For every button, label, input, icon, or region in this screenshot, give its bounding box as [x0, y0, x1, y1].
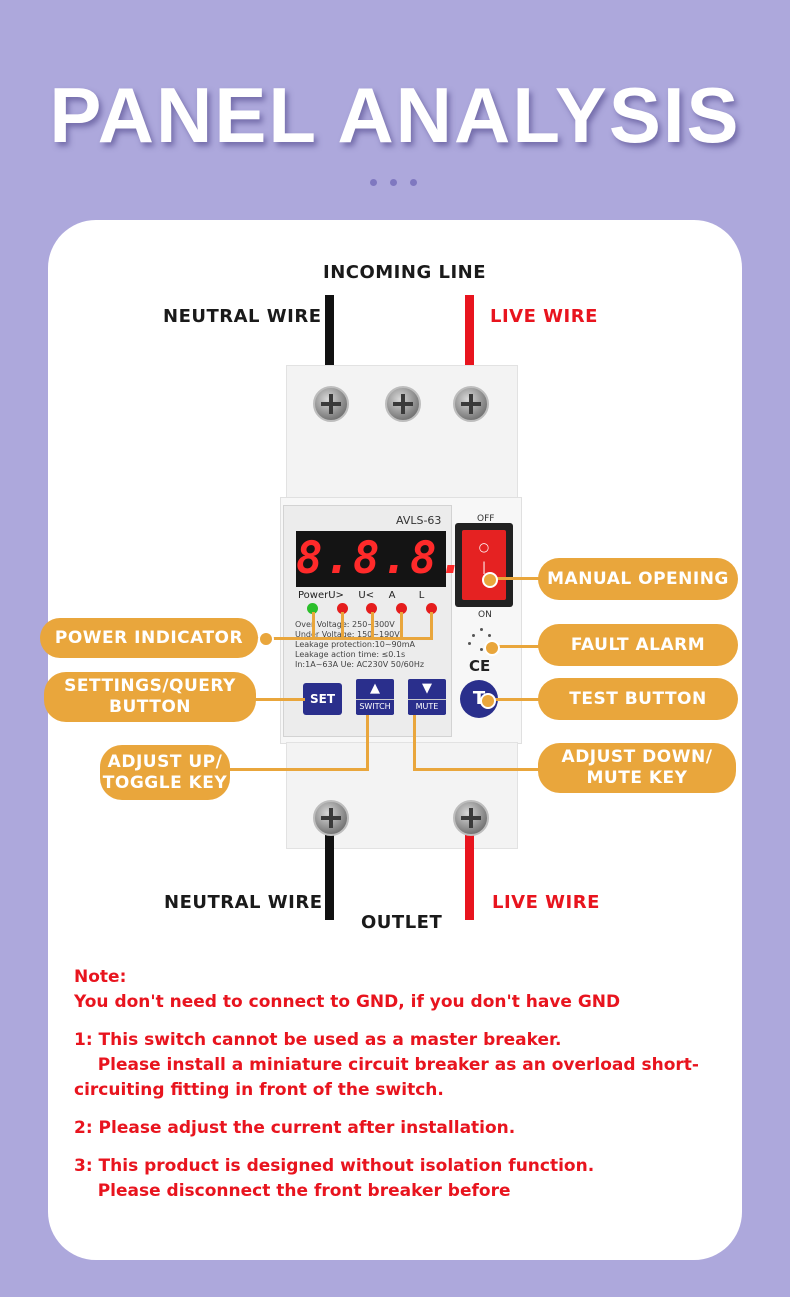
- connector-power-indicator: [258, 637, 433, 640]
- callout-adjust-up: ADJUST UP/TOGGLE KEY: [100, 745, 230, 800]
- power-led: [307, 603, 318, 614]
- live-wire-bottom: [465, 820, 474, 920]
- triangle-down-icon: ▼: [422, 681, 432, 696]
- over-voltage-led: [337, 603, 348, 614]
- terminal-screw-live-out: [453, 800, 489, 836]
- indicator-label-over: U>: [328, 590, 344, 601]
- callout-test-button: TEST BUTTON: [538, 678, 738, 720]
- switch-off-label: OFF: [477, 514, 495, 524]
- neutral-wire-bottom-label: NEUTRAL WIRE: [164, 892, 323, 913]
- notes-item-2: 2: Please adjust the current after insta…: [74, 1118, 516, 1138]
- callout-manual-opening: MANUAL OPENING: [538, 558, 738, 600]
- connector-power-indicator-vert: [400, 612, 403, 638]
- line-icon: |: [481, 560, 487, 574]
- indicator-label-power: Power: [298, 590, 329, 601]
- spec-text: Over Voltage: 250~300V Under Voltage: 15…: [295, 620, 424, 670]
- connector-manual-opening: [490, 577, 540, 580]
- under-voltage-led: [366, 603, 377, 614]
- mute-button-label: MUTE: [408, 699, 446, 714]
- callout-line: SETTINGS/QUERY: [64, 676, 236, 696]
- connector-dot: [484, 640, 500, 656]
- connector-test: [492, 698, 540, 701]
- terminal-screw-live-in: [453, 386, 489, 422]
- connector-adjust-down-vert: [413, 715, 416, 770]
- callout-line: TOGGLE KEY: [102, 772, 228, 793]
- connector-power-indicator-vert: [371, 612, 374, 638]
- terminal-screw-ground: [385, 386, 421, 422]
- neutral-wire-bottom: [325, 820, 334, 920]
- leakage-led: [426, 603, 437, 614]
- page-title: PANEL ANALYSIS: [49, 71, 741, 159]
- connector-power-indicator-vert: [312, 612, 315, 638]
- terminal-screw-neutral-in: [313, 386, 349, 422]
- connector-power-indicator-vert: [430, 612, 433, 638]
- circle-icon: ○: [478, 540, 490, 554]
- callout-line: BUTTON: [108, 697, 192, 717]
- live-wire-bottom-label: LIVE WIRE: [492, 892, 600, 913]
- switch-on-label: ON: [478, 610, 492, 620]
- connector-adjust-down: [413, 768, 538, 771]
- triangle-up-icon: ▲: [370, 681, 380, 696]
- spec-line: In:1A~63A Ue: AC230V 50/60Hz: [295, 660, 425, 669]
- indicator-labels: Power U> U< A L: [298, 590, 446, 601]
- spec-line: Leakage action time: ≤0.1s: [295, 650, 406, 659]
- switch-up-button[interactable]: ▲ SWITCH: [356, 679, 394, 715]
- callout-line: MUTE KEY: [586, 768, 688, 788]
- live-wire-top-label: LIVE WIRE: [490, 306, 598, 327]
- connector-adjust-up: [228, 768, 369, 771]
- notes-gnd: You don't need to connect to GND, if you…: [74, 992, 621, 1012]
- spec-line: Under Voltage: 150~190V: [295, 630, 400, 639]
- page-dots: [370, 171, 430, 190]
- connector-power-indicator-vert: [341, 612, 344, 638]
- live-wire-top: [465, 295, 474, 400]
- notes-item-1: 1: This switch cannot be used as a maste…: [74, 1030, 699, 1100]
- outlet-label: OUTLET: [361, 912, 443, 933]
- connector-fault-alarm: [492, 645, 540, 648]
- connector-dot: [480, 693, 496, 709]
- connector-dot: [258, 631, 274, 647]
- ce-mark: CE: [469, 657, 491, 675]
- switch-button-label: SWITCH: [356, 699, 394, 714]
- callout-power-indicator: POWER INDICATOR: [40, 618, 258, 658]
- incoming-line-label: INCOMING LINE: [323, 262, 487, 283]
- callout-line: ADJUST UP/: [107, 751, 223, 772]
- spec-line: Over Voltage: 250~300V: [295, 620, 395, 629]
- neutral-wire-top-label: NEUTRAL WIRE: [163, 306, 322, 327]
- led-display: 8.8.8.8: [296, 531, 493, 587]
- model-label: AVLS-63: [396, 514, 442, 527]
- neutral-wire-top: [325, 295, 334, 400]
- mute-down-button[interactable]: ▼ MUTE: [408, 679, 446, 715]
- set-button[interactable]: SET: [303, 683, 342, 715]
- notes-heading: Note:: [74, 967, 127, 987]
- indicator-label-under: U<: [358, 590, 375, 601]
- terminal-screw-neutral-out: [313, 800, 349, 836]
- callout-adjust-down: ADJUST DOWN/MUTE KEY: [538, 743, 736, 793]
- notes-section: Note: You don't need to connect to GND, …: [74, 965, 734, 1217]
- indicator-label-amp: A: [388, 590, 396, 601]
- callout-line: ADJUST DOWN/: [561, 747, 713, 767]
- notes-item-3: 3: This product is designed without isol…: [74, 1156, 595, 1201]
- current-led: [396, 603, 407, 614]
- connector-settings: [255, 698, 305, 701]
- callout-fault-alarm: FAULT ALARM: [538, 624, 738, 666]
- spec-line: Leakage protection:10~90mA: [295, 640, 415, 649]
- manual-rocker-switch[interactable]: ○ |: [462, 530, 506, 600]
- connector-dot: [482, 572, 498, 588]
- indicator-label-leak: L: [418, 590, 425, 601]
- connector-adjust-up-vert: [366, 715, 369, 770]
